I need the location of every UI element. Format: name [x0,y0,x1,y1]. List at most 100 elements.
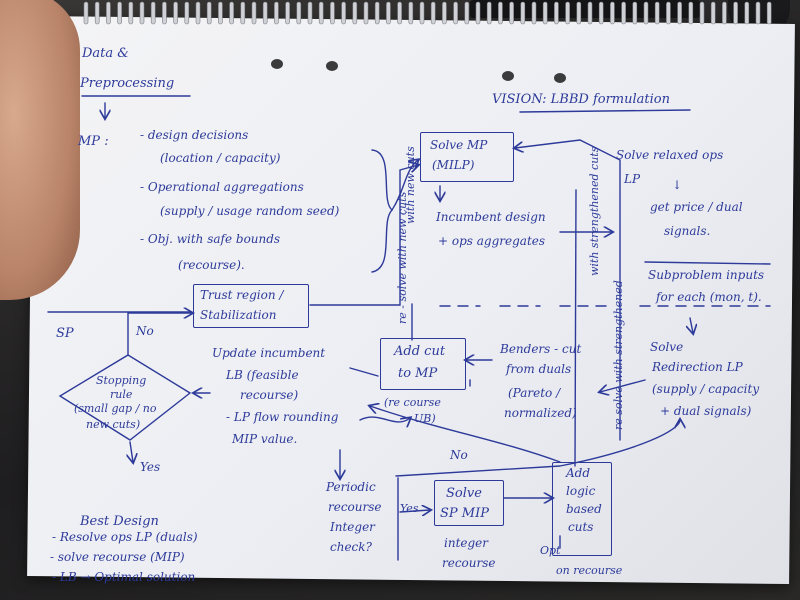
spiral-ring [386,1,391,25]
add-cut-note1: (re course [384,396,441,409]
mp-bullet-2: (location / capacity) [160,151,281,165]
add-logic-line3: based [566,502,602,516]
title-underline [519,109,691,113]
spiral-ring [654,1,660,25]
relaxed-line4: signals. [664,224,711,238]
hand [0,0,80,300]
spiral-ring [408,1,414,25]
spiral-ring [766,1,772,25]
spiral-ring [184,1,190,25]
spiral-ring [632,1,638,25]
spiral-ring [83,1,89,25]
spiral-ring [722,1,727,25]
addlogic-to-update [370,406,561,463]
punch-holes [271,59,566,83]
best-design-item-1: - Resolve ops LP (duals) [52,530,198,544]
no-label-mid: No [450,448,468,462]
subproblem-line2: for each (mon, t). [656,290,762,304]
redirection-line2: Redirection LP [652,360,743,374]
spiral-ring [150,1,156,25]
spiral-binding [83,1,772,25]
spiral-ring [330,1,335,25]
solve-mp-box [420,132,514,182]
spiral-ring [397,1,402,25]
periodic-line2: recourse [328,500,382,514]
spiral-ring [341,1,346,25]
keyboard-edge [470,0,700,18]
spiral-ring [106,1,111,25]
spiral-ring [139,1,145,25]
spiral-ring [554,1,559,25]
update-line4: - LP flow rounding [226,410,339,424]
redirection-to-benders [600,379,646,392]
spiral-ring [296,1,302,25]
spiral-ring [374,1,380,25]
spiral-ring [755,1,761,25]
add-logic-line2: logic [566,484,596,498]
trust-region-line1: Trust region / [200,288,284,302]
stopping-line1: Stopping [96,374,147,387]
redirection-line3: (supply / capacity [652,382,760,396]
vertical-top-left-label: with new cuts [404,146,417,224]
spiral-ring [565,1,570,25]
spiral-ring [520,1,526,25]
spiral-ring [643,1,649,25]
update-line5: MIP value. [232,432,298,446]
best-design-item-2: - solve recourse (MIP) [50,550,185,564]
mp-bullet-3: - Operational aggregations [140,180,304,194]
redirection-line1: Solve [650,340,684,354]
spiral-ring [621,1,626,25]
spiral-ring [206,1,212,25]
incumbent-line1: Incumbent design [436,210,546,224]
spiral-ring [285,1,290,25]
spiral-ring [453,1,458,25]
integer-recourse-line1: integer [444,536,489,550]
spiral-ring [531,1,537,25]
spiral-ring [464,1,470,25]
spiral-ring [352,1,358,25]
spiral-ring [666,1,671,25]
redirection-line4: + dual signals) [660,404,752,418]
relaxed-line2: LP [624,172,641,186]
vertical-right-label: re solve with strengthened [612,280,625,430]
stopping-diamond [58,354,192,441]
spiral-ring [576,1,582,25]
spiral-ring [733,1,738,25]
spiral-ring [274,1,279,25]
relaxed-line3: get price / dual [650,200,743,214]
strengthened-vertical [515,139,621,441]
benders-line2: from duals [506,362,572,376]
periodic-line4: check? [330,540,372,554]
subproblem-arrow [690,317,693,333]
benders-line4: normalized) [504,406,577,420]
no-label-left: No [136,324,154,338]
spiral-ring [251,1,257,25]
periodic-line3: Integer [330,520,375,534]
stopping-line3: (small gap / no [74,402,157,415]
yes-to-solve-sp [399,510,430,512]
add-logic-line4: cuts [568,520,594,534]
spiral-ring [509,1,514,25]
spiral-ring [262,1,268,25]
spiral-ring [610,1,615,25]
spiral-ring [307,1,313,25]
update-line3: recourse) [240,388,299,402]
add-cut-line1: Add cut [394,344,446,359]
add-cut-box [380,338,466,390]
spiral-ring [363,1,369,25]
periodic-line1: Periodic [326,480,376,494]
spiral-ring [218,1,223,25]
stopping-line4: new cuts) [86,418,141,431]
add-logic-line1: Add [566,466,591,480]
spiral-ring [94,1,100,25]
spiral-ring [430,1,436,25]
mp-brace [371,149,394,273]
spiral-ring [498,1,503,25]
preprocessing-line2: Preprocessing [80,76,175,91]
diamond-to-trust [127,313,192,356]
add-cut-note2: UB) [414,412,436,425]
yes-small-label: Yes [400,502,419,515]
solve-mp-line2: (MILP) [432,158,475,172]
redirection-to-no [395,420,680,477]
